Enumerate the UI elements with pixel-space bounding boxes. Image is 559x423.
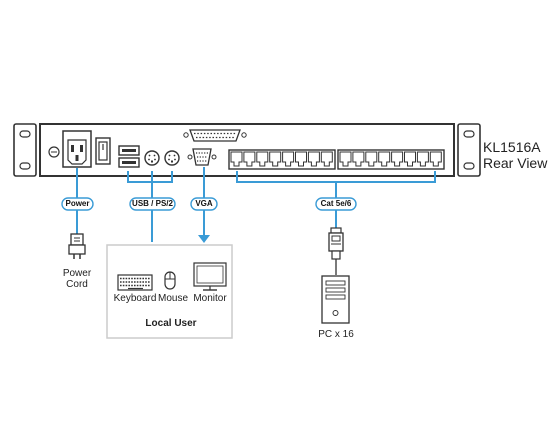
rj45-jack-icon bbox=[404, 151, 416, 167]
rj45-jack-icon bbox=[295, 151, 307, 167]
left-rack-ear bbox=[13, 123, 37, 177]
rj45-jack-icon bbox=[365, 151, 378, 167]
power-cord-label-line2: Cord bbox=[66, 279, 88, 290]
rj45-jack-icon bbox=[282, 151, 295, 167]
rj45-jack-icon bbox=[391, 151, 404, 167]
rj45-jack-icon bbox=[230, 151, 243, 167]
keyboard-label: Keyboard bbox=[113, 293, 157, 304]
usb-port-icon bbox=[118, 145, 140, 168]
rj45-jack-icon bbox=[256, 151, 269, 167]
pc-count-label: PC x 16 bbox=[318, 329, 354, 340]
local-user-label: Local User bbox=[145, 318, 197, 329]
ground-screw-icon bbox=[48, 146, 60, 158]
monitor-label: Monitor bbox=[193, 293, 227, 304]
device-model-label: KL1516A bbox=[483, 139, 541, 155]
monitor-icon bbox=[193, 262, 227, 291]
rj45-plug-icon bbox=[328, 227, 344, 275]
db25-port-icon bbox=[183, 129, 247, 142]
rj45-jack-icon bbox=[243, 151, 256, 167]
ps2-port-icon bbox=[144, 150, 180, 166]
vga-connection-label: VGA bbox=[195, 199, 213, 208]
mouse-icon bbox=[164, 271, 176, 290]
power-cord-label: Power Cord bbox=[52, 268, 102, 290]
rj45-port-icon bbox=[228, 149, 336, 170]
rj45-port-icon bbox=[337, 149, 445, 170]
rj45-jack-icon bbox=[352, 151, 365, 167]
power-cord-label-line1: Power bbox=[62, 268, 92, 279]
mouse-label: Mouse bbox=[157, 293, 188, 304]
rj45-jack-icon bbox=[307, 151, 320, 167]
rj45-jack-icon bbox=[429, 151, 442, 167]
local-user-panel bbox=[106, 244, 233, 339]
pc-tower-icon bbox=[321, 275, 350, 324]
right-rack-ear bbox=[457, 123, 481, 177]
cat-connection-label: Cat 5e/6 bbox=[320, 199, 352, 208]
rj45-jack-icon bbox=[339, 151, 352, 167]
rj45-jack-icon bbox=[416, 151, 429, 167]
vga-arrow-icon bbox=[198, 235, 210, 243]
power-connection-label: Power bbox=[65, 199, 90, 208]
device-view-label: Rear View bbox=[483, 155, 548, 171]
label-pills bbox=[61, 197, 357, 211]
usb-ps2-connection-label: USB / PS/2 bbox=[132, 199, 173, 208]
rj45-jack-icon bbox=[320, 151, 333, 167]
keyboard-icon bbox=[117, 274, 153, 291]
rj45-jack-icon bbox=[269, 151, 282, 167]
vga-port-icon bbox=[187, 148, 217, 166]
power-plug-icon bbox=[68, 233, 86, 259]
rj45-jack-icon bbox=[378, 151, 391, 167]
power-switch-icon bbox=[95, 137, 111, 165]
power-inlet-icon bbox=[62, 130, 92, 168]
